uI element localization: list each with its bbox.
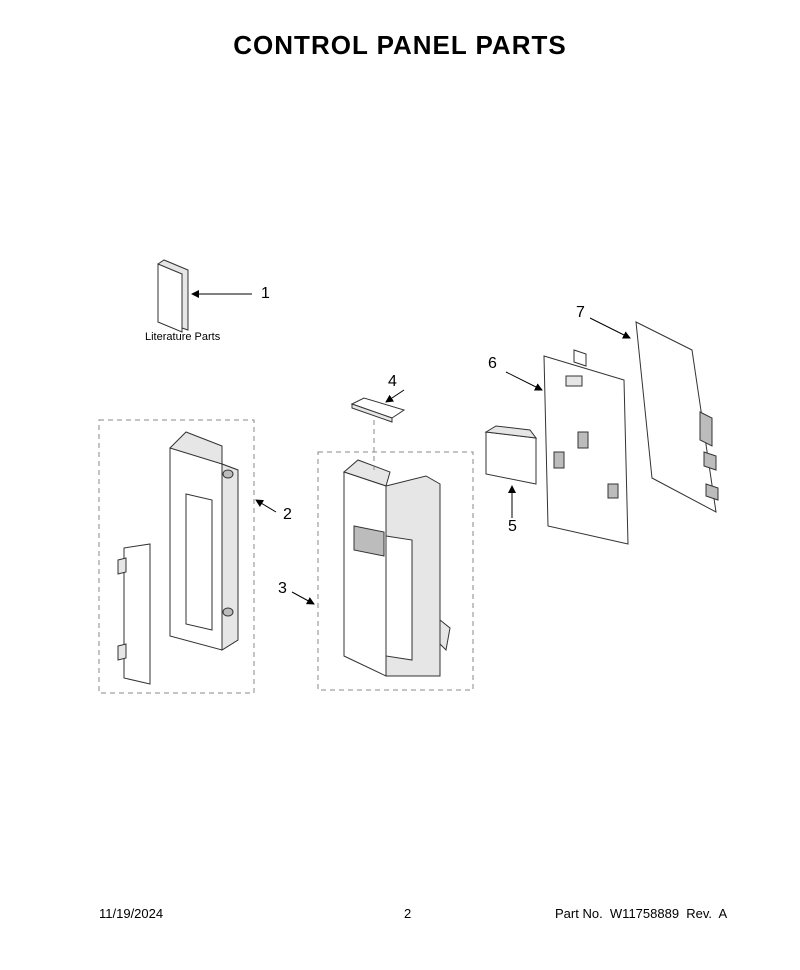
callout-7: 7 [576, 304, 585, 321]
callout-2: 2 [283, 506, 292, 523]
small-bracket [350, 389, 406, 470]
control-board [589, 317, 719, 513]
side-bracket [117, 543, 151, 685]
footer-page-number: 2 [404, 906, 412, 921]
literature-parts-caption: Literature Parts [145, 331, 221, 343]
footer-date: 11/19/2024 [99, 906, 164, 921]
control-module [484, 425, 538, 518]
literature-parts-booklet [157, 259, 252, 333]
callout-4: 4 [388, 373, 397, 390]
part-2-group-box [98, 419, 255, 694]
part-3-group-box [317, 451, 474, 691]
callout-3: 3 [278, 580, 287, 597]
control-panel-assembly [343, 459, 451, 677]
callout-6: 6 [488, 355, 497, 372]
control-panel-frame [169, 431, 239, 651]
callout-1: 1 [261, 285, 270, 302]
callout-5: 5 [508, 518, 517, 535]
footer-part-number: Part No. W11758889 Rev. A [555, 906, 728, 921]
page-title: CONTROL PANEL PARTS [233, 30, 567, 60]
mounting-plate [505, 349, 629, 545]
